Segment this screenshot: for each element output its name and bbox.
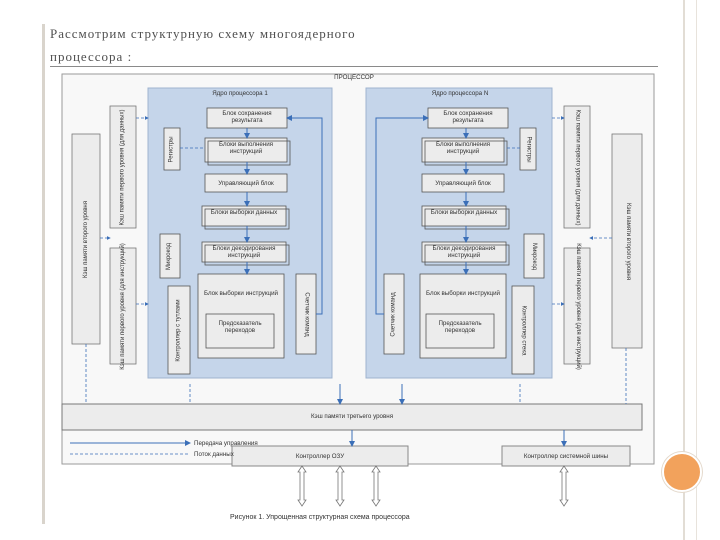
core1-title: Ядро процессора 1 <box>212 90 268 97</box>
cache-l1-data-right <box>563 105 591 229</box>
bus-arrow-2 <box>335 465 345 507</box>
coreN-fetch-instr-label: Блок выборки инструкций <box>425 290 500 297</box>
cache-l3-label: Кэш памяти третьего уровня <box>310 413 394 420</box>
cache-l1-data-left-label: Кэш памяти первого уровня (для данных) <box>119 109 126 225</box>
core1-registers-label: Регистры <box>168 135 175 163</box>
cache-l1-data-left <box>109 105 137 229</box>
left-decoration-line <box>42 24 45 524</box>
ram-controller <box>231 445 409 467</box>
core1-microcode-label: Микрокод <box>166 242 173 270</box>
legend-control-label: Передача управления <box>194 440 258 447</box>
core1-return-stack <box>167 285 191 375</box>
coreN-exec-label: Блоки выполнения инструкций <box>435 141 491 155</box>
accent-circle <box>662 452 702 492</box>
cache-l1-instr-right-label: Кэш памяти первого уровня (для инструкци… <box>574 242 581 370</box>
slide-title: Рассмотрим структурную схему многоядерно… <box>50 22 610 68</box>
cache-l1-instr-right <box>563 247 591 365</box>
figure-caption: Рисунок 1. Упрощенная структурная схема … <box>230 514 410 521</box>
coreN-return-stack-label: Контроллер стека <box>520 305 527 355</box>
coreN-fetch-data-label: Блоки выборки данных <box>430 209 498 216</box>
coreN-exec-block <box>421 137 505 163</box>
core1-exec-block <box>204 137 288 163</box>
core1-result-label: Блок сохранения результата <box>222 110 272 124</box>
legend-data-label: Поток данных <box>194 451 234 458</box>
core1-microcode <box>159 233 181 279</box>
diagram-graphics <box>61 73 655 507</box>
core1-fetch-instr-label: Блок выборки инструкций <box>203 290 278 297</box>
cache-l2-right <box>611 133 643 349</box>
core1-predictor-block <box>205 313 275 349</box>
cache-l3 <box>61 403 643 431</box>
core1-control-label: Управляющий блок <box>218 180 274 187</box>
cache-l1-data-right-label: Кэш памяти первого уровня (для данных) <box>574 109 581 225</box>
bus-arrow-1 <box>297 465 307 507</box>
cache-l2-left-label: Кэш памяти второго уровня <box>82 200 89 278</box>
core1-exec-label: Блоки выполнения инструкций <box>218 141 274 155</box>
ram-controller-label: Контроллер ОЗУ <box>295 453 345 460</box>
coreN-predictor-block <box>425 313 495 349</box>
bus-controller-label: Контроллер системной шины <box>523 453 609 460</box>
coreN-predictor-label: Предсказатель переходов <box>438 320 482 334</box>
cache-l1-instr-left <box>109 247 137 365</box>
coreN-counter-label: Счетчик команд <box>390 291 397 337</box>
cache-l2-right-label: Кэш памяти второго уровня <box>624 202 631 280</box>
right-decoration-band <box>683 0 720 540</box>
coreN-registers-label: Регистры <box>525 135 532 163</box>
coreN-control-label: Управляющий блок <box>435 180 491 187</box>
core1-return-stack-label: Контроллер с тутлами <box>175 298 182 362</box>
cache-l1-instr-left-label: Кэш памяти первого уровня (для инструкци… <box>119 242 126 370</box>
slide-title-line2: процессора : <box>50 49 133 64</box>
processor-label: ПРОЦЕССОР <box>334 74 374 81</box>
bus-arrow-4 <box>559 465 569 507</box>
processor-diagram: ПРОЦЕССОР Ядро процессора 1 Блок сохране… <box>50 68 658 530</box>
coreN-microcode <box>523 233 545 279</box>
core1-fetch-data-label: Блоки выборки данных <box>210 209 278 216</box>
coreN-decode-label: Блоки декодирования инструкций <box>432 245 496 259</box>
core1-registers <box>163 127 181 171</box>
core1-predictor-label: Предсказатель переходов <box>218 320 262 334</box>
title-underline <box>50 66 658 67</box>
cache-l2-left <box>71 133 101 345</box>
core1-counter-label: Счетчик команд <box>303 291 310 337</box>
coreN-result-label: Блок сохранения результата <box>443 110 493 124</box>
coreN-title: Ядро процессора N <box>431 90 489 97</box>
coreN-registers <box>519 127 537 171</box>
bus-arrow-3 <box>371 465 381 507</box>
coreN-microcode-label: Микрокод <box>531 242 538 270</box>
coreN-return-stack <box>511 285 535 375</box>
slide-title-line1: Рассмотрим структурную схему многоядерно… <box>50 26 356 41</box>
right-decoration-line <box>696 0 697 540</box>
core1-decode-label: Блоки декодирования инструкций <box>212 245 276 259</box>
